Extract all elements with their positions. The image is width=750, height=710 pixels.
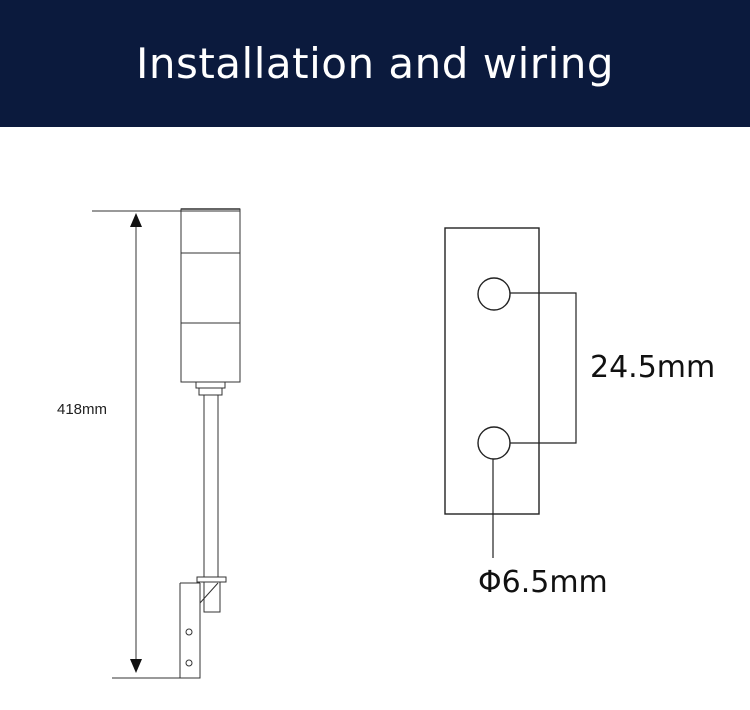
hole-diameter-label: Φ6.5mm [478,565,608,600]
lower-joint [203,581,221,613]
spacing-dimension-bracket [510,292,577,444]
arrow-down-icon [130,659,142,673]
lower-collar [196,576,227,583]
upper-connector [195,381,226,389]
height-label: 418mm [57,401,107,418]
mounting-plate [444,227,540,515]
spacing-label: 24.5mm [590,350,715,385]
mounting-hole-top [477,277,511,311]
upper-collar [198,387,223,396]
light-body [180,208,241,383]
arrow-up-icon [130,213,142,227]
bracket-hole-lower [185,659,193,667]
mounting-pole [203,394,219,578]
mounting-plate-drawing [444,227,577,558]
header-banner: Installation and wiring [0,0,750,127]
bracket-hole-upper [185,628,193,636]
mounting-hole-bottom [477,426,511,460]
page-title: Installation and wiring [135,39,615,88]
mounting-bracket [179,582,219,679]
tower-light-drawing [92,208,241,679]
